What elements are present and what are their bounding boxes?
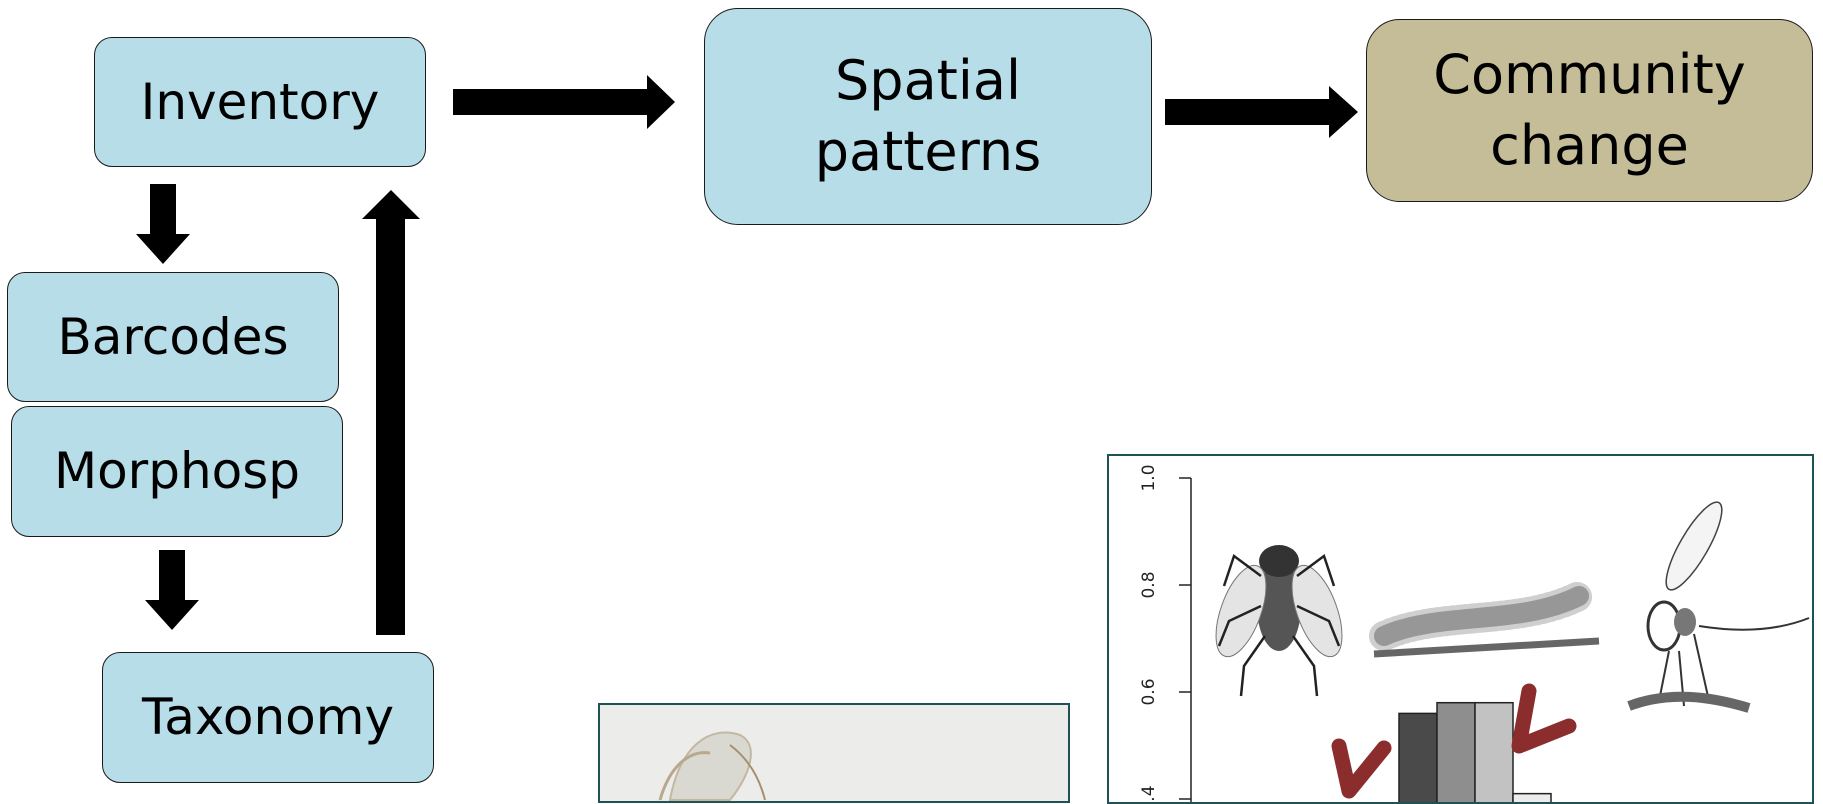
insect-chart-figure: 1.0 0.8 0.6 0.4 (1107, 454, 1814, 804)
community-change-box: Community change (1366, 19, 1813, 202)
chart-bar (1436, 701, 1476, 802)
chart-figure-svg: 1.0 0.8 0.6 0.4 (1139, 464, 1810, 804)
chart-bar (1512, 792, 1552, 802)
arrow-spatial-to-community (1165, 86, 1358, 138)
community-change-label-line2: change (1490, 113, 1689, 177)
chart-bar (1474, 701, 1514, 802)
inventory-box: Inventory (94, 37, 426, 167)
taxonomy-label: Taxonomy (141, 688, 395, 746)
fly-illustration (1215, 545, 1343, 697)
taxonomy-box: Taxonomy (102, 652, 434, 783)
chart-bar (1398, 712, 1438, 802)
arrow-inventory-to-spatial (453, 75, 675, 129)
y-tick-label: 1.0 (1139, 464, 1159, 491)
morphosp-box: Morphosp (11, 406, 343, 537)
wasp-illustration (1627, 501, 1810, 713)
highlight-arrow-left (1331, 738, 1392, 799)
spatial-patterns-box: Spatial patterns (704, 8, 1152, 225)
y-tick-label: 0.4 (1139, 785, 1159, 804)
specimen-photo (598, 703, 1070, 803)
highlight-arrow-right (1511, 683, 1577, 754)
y-tick-label: 0.8 (1139, 571, 1159, 598)
morphosp-label: Morphosp (53, 442, 301, 500)
barcodes-box: Barcodes (7, 272, 339, 402)
wasp-photo-image (600, 705, 1068, 801)
spatial-patterns-label-line2: patterns (814, 119, 1042, 183)
y-tick-label: 0.6 (1139, 678, 1159, 705)
arrow-morphosp-to-taxonomy (145, 550, 199, 630)
spatial-patterns-label-line1: Spatial (835, 49, 1021, 113)
barcodes-label: Barcodes (57, 307, 289, 366)
arrow-inventory-to-barcodes (136, 184, 190, 264)
caterpillar-illustration (1369, 581, 1600, 658)
arrow-taxonomy-to-inventory (362, 190, 420, 635)
inventory-label: Inventory (140, 72, 380, 131)
community-change-label-line1: Community (1433, 43, 1746, 107)
bars-group (1398, 701, 1552, 802)
